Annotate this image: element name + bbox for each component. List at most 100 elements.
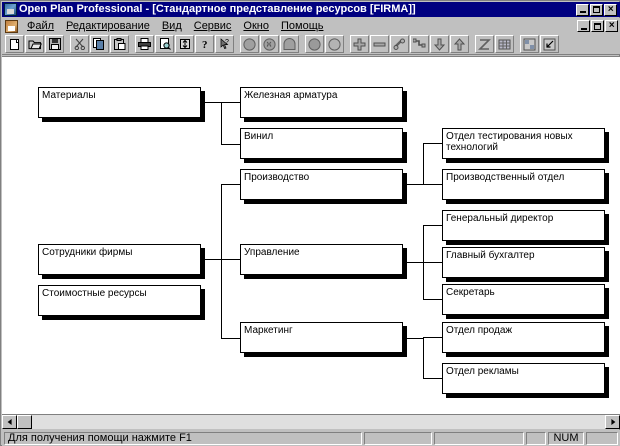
node-proizvodstvo[interactable]: Производство xyxy=(240,169,403,200)
svg-text:?: ? xyxy=(202,39,208,50)
grid-table-icon xyxy=(496,36,513,52)
add-button[interactable] xyxy=(350,35,369,53)
scroll-right-icon[interactable] xyxy=(605,415,620,429)
node-sotrudniki[interactable]: Сотрудники фирмы xyxy=(38,244,201,275)
node-label: Винил xyxy=(244,131,274,142)
ellipse-light-icon xyxy=(326,36,343,52)
document-icon[interactable] xyxy=(5,19,18,33)
link-button[interactable] xyxy=(390,35,409,53)
mdi-minimize-button[interactable] xyxy=(577,20,590,32)
print-preview-button[interactable] xyxy=(155,35,174,53)
node-armatura[interactable]: Железная арматура xyxy=(240,87,403,118)
diagram-canvas[interactable]: Материалы Железная арматура Винил Отдел … xyxy=(2,56,620,414)
maximize-button[interactable] xyxy=(590,3,603,16)
menu-bar: Файл Редактирование Вид Сервис Окно Помо… xyxy=(2,18,620,34)
node-sekretar[interactable]: Секретарь xyxy=(442,284,605,315)
node-gen-director[interactable]: Генеральный директор xyxy=(442,210,605,241)
ellipse-gray-button[interactable] xyxy=(305,35,324,53)
edge-proizvodstvo-otdel xyxy=(423,184,442,185)
print-icon xyxy=(136,36,153,52)
node-label: Отдел продаж xyxy=(446,325,513,336)
edge-sotrudniki-upravlenie xyxy=(221,259,240,260)
ellipse-light-button[interactable] xyxy=(325,35,344,53)
scrollbar-thumb[interactable] xyxy=(17,415,32,429)
edge-materialy-armatura xyxy=(221,102,240,103)
copy-icon xyxy=(91,36,108,52)
cut-button[interactable] xyxy=(70,35,89,53)
menu-item-file[interactable]: Файл xyxy=(21,19,60,34)
node-proizv-otdel[interactable]: Производственный отдел xyxy=(442,169,605,200)
layout-button[interactable] xyxy=(520,35,539,53)
status-message: Для получения помощи нажмите F1 xyxy=(4,431,362,445)
edge-materialy-stub xyxy=(205,102,221,103)
menu-item-view[interactable]: Вид xyxy=(156,19,188,34)
add-plus-icon xyxy=(351,36,368,52)
edge-materialy-vinil xyxy=(221,144,240,145)
copy-button[interactable] xyxy=(90,35,109,53)
node-label: Управление xyxy=(244,247,300,258)
fullscreen-icon xyxy=(541,36,558,52)
zigzag-button[interactable] xyxy=(475,35,494,53)
node-label: Сотрудники фирмы xyxy=(42,247,133,258)
cut-scissors-icon xyxy=(71,36,88,52)
open-folder-button[interactable] xyxy=(25,35,44,53)
close-button[interactable] xyxy=(604,3,617,16)
horizontal-scrollbar[interactable] xyxy=(2,414,620,429)
node-shape-button[interactable] xyxy=(280,35,299,53)
node-glav-buhgalter[interactable]: Главный бухгалтер xyxy=(442,247,605,278)
edge-upravlenie-stub xyxy=(407,262,423,263)
print-preview-icon xyxy=(156,36,173,52)
sort-button[interactable] xyxy=(175,35,194,53)
move-down-button[interactable] xyxy=(430,35,449,53)
app-window-icon[interactable] xyxy=(4,3,17,16)
menu-item-service-label: Сервис xyxy=(193,19,232,32)
node-materialy[interactable]: Материалы xyxy=(38,87,201,118)
ellipse-gray-icon xyxy=(306,36,323,52)
context-help-button[interactable]: ? xyxy=(215,35,234,53)
node-upravlenie[interactable]: Управление xyxy=(240,244,403,275)
node-otdel-prodazh[interactable]: Отдел продаж xyxy=(442,322,605,353)
paste-button[interactable] xyxy=(110,35,129,53)
menu-item-service[interactable]: Сервис xyxy=(188,19,238,34)
new-document-button[interactable] xyxy=(5,35,24,53)
node-stoim-resursy[interactable]: Стоимостные ресурсы xyxy=(38,285,201,316)
move-up-icon xyxy=(451,36,468,52)
menu-item-help[interactable]: Помощь xyxy=(275,19,330,34)
minimize-button[interactable] xyxy=(576,3,589,16)
move-down-icon xyxy=(431,36,448,52)
menu-item-window[interactable]: Окно xyxy=(237,19,275,34)
fullscreen-button[interactable] xyxy=(540,35,559,53)
node-otdel-reklamy[interactable]: Отдел рекламы xyxy=(442,363,605,394)
step-link-button[interactable] xyxy=(410,35,429,53)
node-otdel-testing[interactable]: Отдел тестирования новых технологий xyxy=(442,128,605,159)
node-marketing[interactable]: Маркетинг xyxy=(240,322,403,353)
save-button[interactable] xyxy=(45,35,64,53)
node-label: Генеральный директор xyxy=(446,213,554,224)
mdi-restore-button[interactable] xyxy=(591,20,604,32)
node-shape-icon xyxy=(281,36,298,52)
node-vinil[interactable]: Винил xyxy=(240,128,403,159)
mdi-close-button[interactable] xyxy=(605,20,618,32)
move-up-button[interactable] xyxy=(450,35,469,53)
menu-item-view-label: Вид xyxy=(161,19,182,32)
node-label: Производство xyxy=(244,172,310,183)
node-circle-button[interactable] xyxy=(240,35,259,53)
node-resource-button[interactable] xyxy=(260,35,279,53)
remove-minus-icon xyxy=(371,36,388,52)
help-button[interactable]: ? xyxy=(195,35,214,53)
paste-icon xyxy=(111,36,128,52)
edge-upravlenie-director xyxy=(423,225,442,226)
scrollbar-track[interactable] xyxy=(17,415,605,429)
menu-item-edit[interactable]: Редактирование xyxy=(60,19,156,34)
save-disk-icon xyxy=(46,36,63,52)
status-pane-4 xyxy=(586,431,618,445)
remove-button[interactable] xyxy=(370,35,389,53)
mdi-child-controls xyxy=(577,20,618,32)
scroll-left-icon[interactable] xyxy=(2,415,17,429)
svg-text:?: ? xyxy=(225,39,229,46)
node-label: Секретарь xyxy=(446,287,495,298)
edge-sotrudniki-vertical xyxy=(221,184,222,338)
grid-table-button[interactable] xyxy=(495,35,514,53)
print-button[interactable] xyxy=(135,35,154,53)
